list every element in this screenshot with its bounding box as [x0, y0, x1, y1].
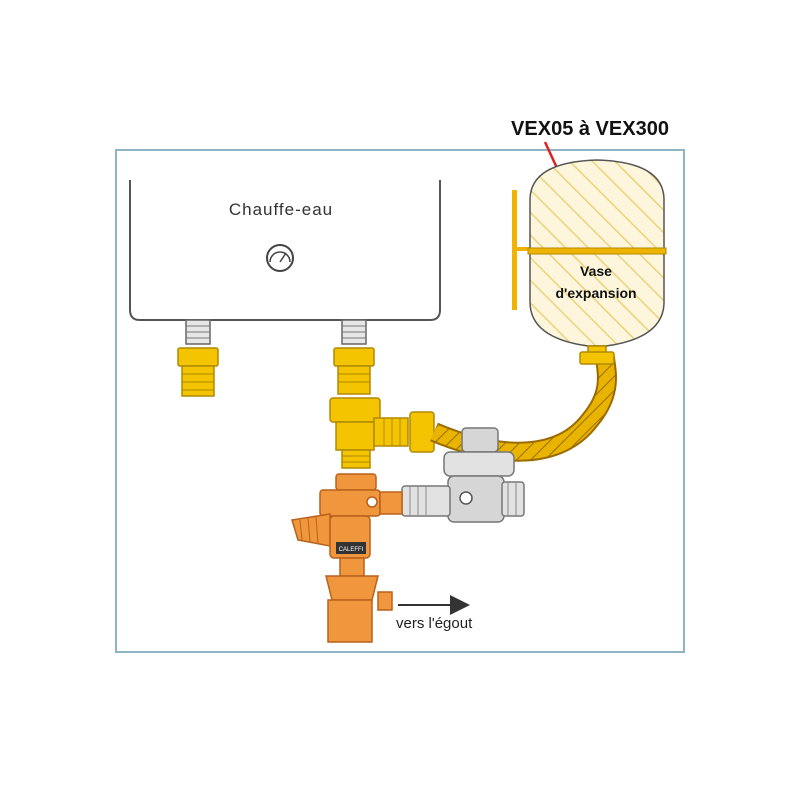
pressure-gauge-icon: [266, 244, 294, 272]
model-range-label: VEX05 à VEX300: [511, 118, 669, 140]
valve-brand-label: CALEFFI: [339, 547, 364, 553]
drain-label: vers l'égout: [396, 615, 473, 632]
water-heater: Chauffe-eau: [129, 180, 441, 345]
right-brass-fitting: [333, 347, 375, 395]
heater-label: Chauffe-eau: [229, 200, 333, 219]
brass-tee: [329, 397, 435, 469]
safety-group: CALEFFI: [291, 473, 403, 643]
wall-bracket: [512, 190, 531, 310]
vessel-label-line1: Vase: [580, 263, 612, 279]
expansion-vessel: Vase d'expansion: [527, 159, 667, 365]
chrome-valve: [401, 427, 525, 523]
vessel-label-line2: d'expansion: [555, 285, 636, 301]
left-brass-fitting: [177, 347, 219, 397]
